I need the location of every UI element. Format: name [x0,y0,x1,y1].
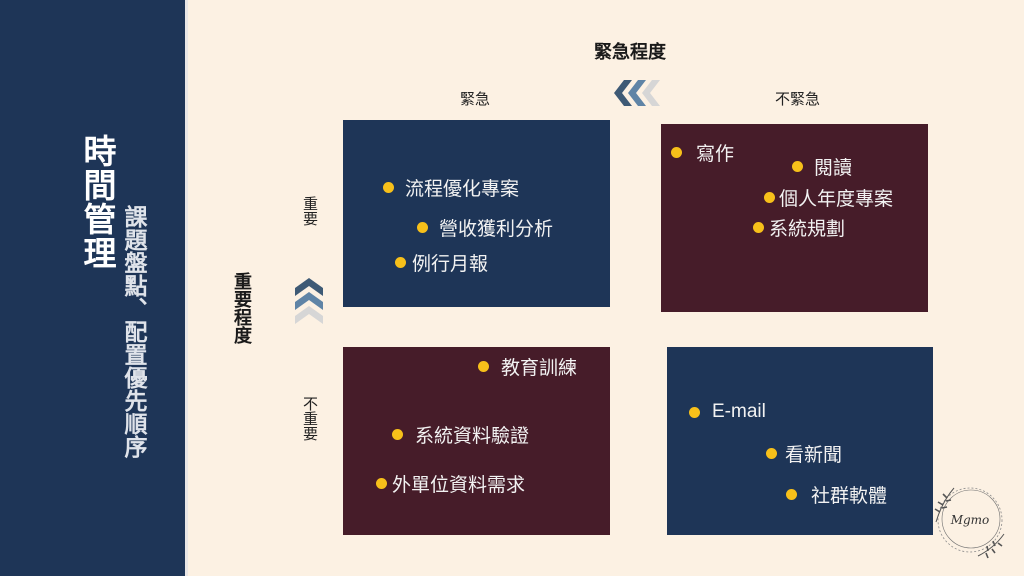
task-item: 流程優化專案 [383,174,519,201]
task-item: 外單位資料需求 [376,470,525,497]
chevron-left-arrows-icon [614,80,660,106]
task-item: 系統規劃 [753,214,845,241]
bullet-icon [792,161,803,172]
quadrant-not-important-not-urgent: E-mail 看新聞 社群軟體 [667,347,933,535]
task-item: E-mail [689,401,766,423]
quadrant-important-not-urgent: 寫作 閱讀 個人年度專案 系統規劃 [661,124,928,312]
bullet-icon [395,257,406,268]
chevron-up-arrows-icon [295,278,323,324]
bullet-icon [671,147,682,158]
wreath-logo-icon: Mgmo [934,487,1005,559]
task-item: 教育訓練 [478,353,577,380]
svg-text:Mgmo: Mgmo [950,513,990,527]
page-title: 時間管理 [78,134,117,270]
quadrant-not-important-urgent: 教育訓練 系統資料驗證 外單位資料需求 [343,347,610,535]
bullet-icon [766,448,777,459]
bullet-icon [753,222,764,233]
task-item: 例行月報 [395,249,488,276]
urgent-label: 緊急 [460,90,491,108]
task-item: 社群軟體 [786,481,887,508]
not-urgent-label: 不緊急 [775,90,821,108]
task-item: 營收獲利分析 [417,214,553,241]
bullet-icon [478,361,489,372]
bullet-icon [392,429,403,440]
bullet-icon [764,192,775,203]
sidebar: 時間管理 課題盤點、配置優先順序 [0,0,188,576]
page-subtitle: 課題盤點、配置優先順序 [120,205,146,458]
not-important-label: 不重要 [301,396,319,441]
bullet-icon [786,489,797,500]
task-item: 看新聞 [766,440,842,467]
importance-axis-title: 重要程度 [231,272,252,344]
bullet-icon [417,222,428,233]
task-item: 寫作 [671,139,734,166]
urgency-axis-title: 緊急程度 [594,42,666,63]
important-label: 重要 [301,196,319,226]
task-item: 個人年度專案 [764,184,893,211]
task-item: 閱讀 [792,153,852,180]
quadrant-important-urgent: 流程優化專案 營收獲利分析 例行月報 [343,120,610,307]
task-item: 系統資料驗證 [392,421,529,448]
bullet-icon [689,406,700,418]
bullet-icon [383,182,394,193]
bullet-icon [376,478,387,489]
